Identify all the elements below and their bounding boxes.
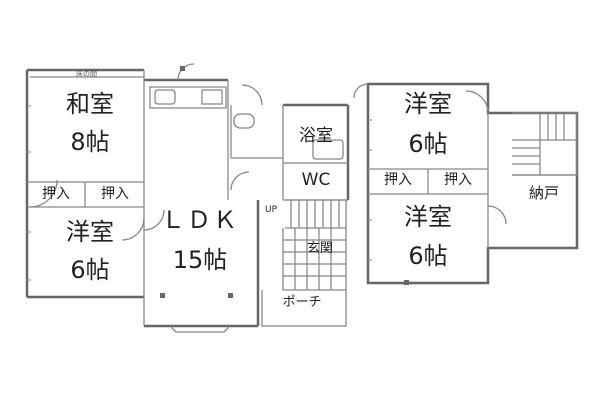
- bay-window: [169, 325, 231, 333]
- storage-label: 納戸: [528, 184, 559, 202]
- kitchen-counter: [149, 86, 227, 109]
- oshiire-left-label: 押入: [42, 186, 70, 202]
- entrance-wall: [282, 228, 347, 291]
- washitsu-name: 和室: [66, 90, 114, 118]
- window-f2: [368, 119, 372, 261]
- stove-icon: [201, 89, 223, 105]
- door-swing-f2-top: [465, 90, 489, 114]
- door-swing-entrance: [230, 171, 250, 191]
- window-marker-2: [228, 293, 233, 298]
- washbasin-icon: [233, 113, 255, 129]
- door-swing-youshitsu: [121, 217, 145, 241]
- window-washitsu: [27, 105, 31, 153]
- door-swing-ldk: [143, 209, 165, 231]
- youshitsu-size: 6帖: [70, 256, 110, 284]
- porch-outline: [261, 290, 347, 327]
- f2-room-bottom-name: 洋室: [404, 203, 452, 231]
- youshitsu-name: 洋室: [66, 218, 114, 246]
- porch-label: ポーチ: [282, 295, 322, 310]
- window-youshitsu: [27, 231, 31, 281]
- f2-room-bottom-size: 6帖: [408, 242, 448, 270]
- ldk-name: ＬＤＫ: [161, 206, 239, 234]
- f2-room-top-size: 6帖: [408, 130, 448, 158]
- f2-oshiire-right-label: 押入: [444, 172, 472, 188]
- ldk-size: 15帖: [172, 246, 228, 274]
- window-marker-4: [180, 66, 185, 71]
- bathtub-icon: [312, 139, 344, 160]
- door-swing-washroom: [241, 84, 263, 106]
- door-swing-washitsu: [29, 179, 58, 208]
- washitsu-size: 8帖: [70, 128, 110, 156]
- washitsu-top-note: 床の間: [76, 70, 97, 78]
- entrance-label: 玄関: [306, 241, 333, 256]
- up-label: UP: [264, 205, 277, 215]
- f2-room-top-name: 洋室: [404, 90, 452, 118]
- door-swing-f2-left: [353, 83, 369, 99]
- oshiire-right-label: 押入: [101, 186, 129, 202]
- window-marker-3: [404, 280, 409, 285]
- bath-label: 浴室: [299, 126, 333, 146]
- f2-stair-steps: [512, 113, 577, 175]
- f2-stair-box: [512, 112, 578, 176]
- door-swing-f2-bottom: [487, 205, 507, 225]
- f2-oshiire-left-label: 押入: [384, 172, 412, 188]
- stair-steps: [290, 200, 340, 228]
- wc-label: WC: [301, 170, 331, 190]
- sink-icon: [154, 89, 176, 105]
- entrance-grid: [283, 228, 346, 290]
- window-marker-1: [160, 293, 165, 298]
